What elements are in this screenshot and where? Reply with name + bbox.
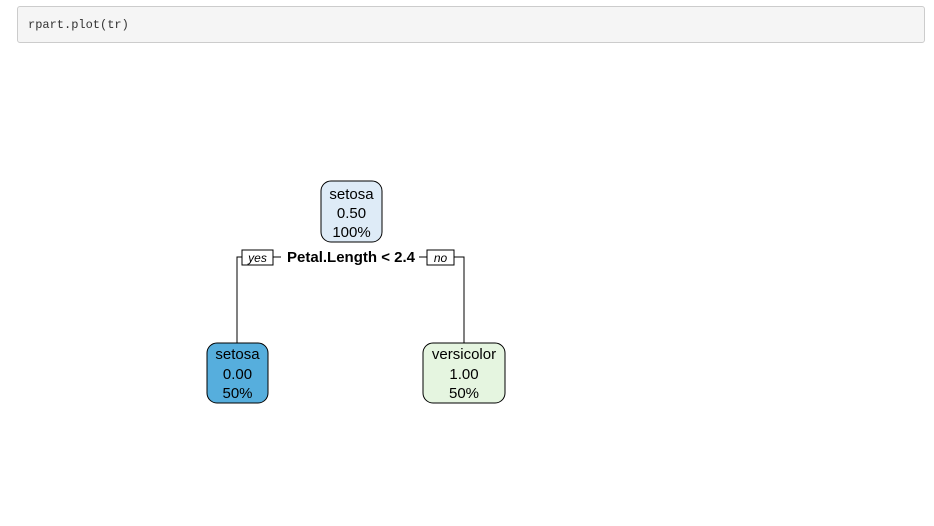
node-right-pct: 50%: [449, 385, 479, 402]
node-right-box: [422, 342, 506, 404]
node-left-class: setosa: [215, 346, 260, 363]
no-label-box: [426, 249, 455, 266]
tree-edges: [236, 256, 465, 343]
no-label: no: [434, 251, 448, 265]
node-left-prob: 0.00: [223, 366, 252, 383]
yes-label: yes: [247, 251, 267, 265]
edge-right: [454, 256, 465, 343]
node-root-prob: 0.50: [337, 205, 366, 222]
tree-node-root: setosa 0.50 100%: [320, 180, 383, 243]
node-root-pct: 100%: [332, 224, 370, 241]
node-right-prob: 1.00: [449, 366, 478, 383]
node-left-box: [206, 342, 269, 404]
node-right-class: versicolor: [432, 346, 496, 363]
node-left-pct: 50%: [222, 385, 252, 402]
code-text: rpart.plot(tr): [28, 17, 129, 32]
tree-split: yes Petal.Length < 2.4 no: [241, 249, 455, 266]
code-block: rpart.plot(tr): [17, 6, 925, 43]
node-root-class: setosa: [329, 186, 374, 203]
node-root-box: [320, 180, 383, 243]
tree-node-right: versicolor 1.00 50%: [422, 342, 506, 404]
tree-node-left: setosa 0.00 50%: [206, 342, 269, 404]
edge-left: [236, 256, 242, 343]
split-condition: Petal.Length < 2.4: [287, 249, 416, 266]
